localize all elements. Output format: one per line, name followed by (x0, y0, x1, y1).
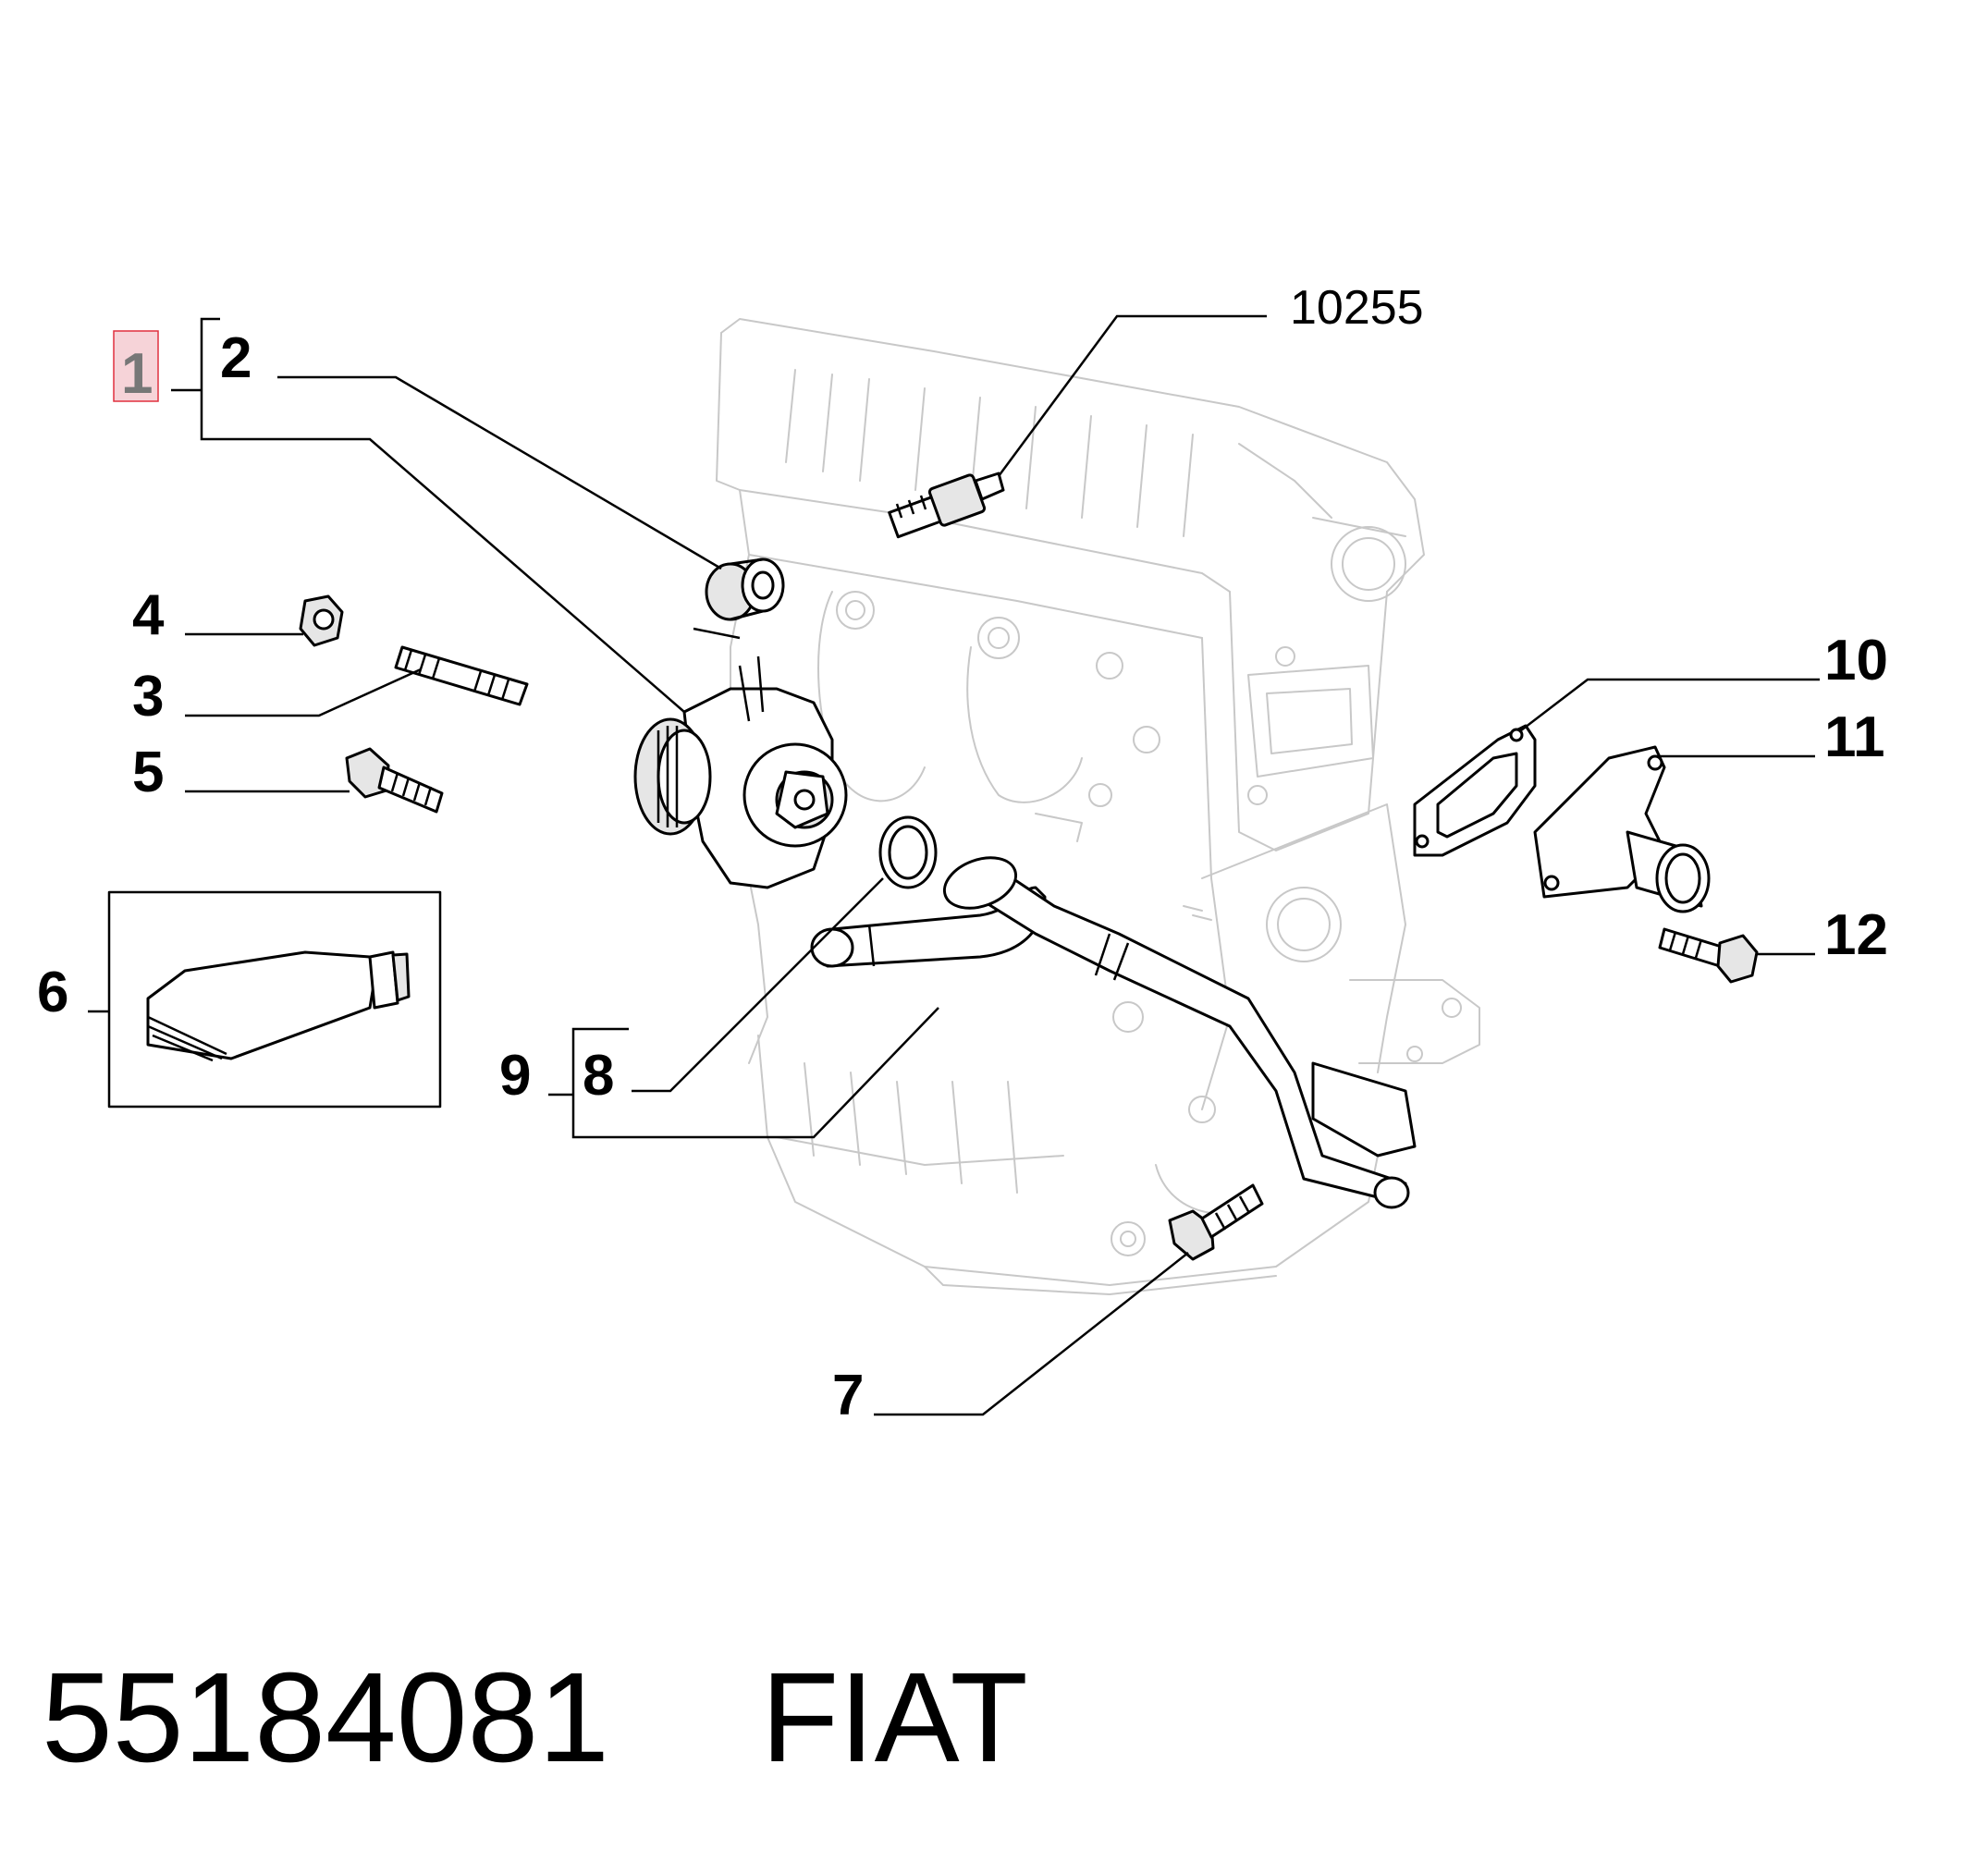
bushing-part (705, 557, 785, 621)
engine-block-outline (716, 318, 1480, 1295)
callout-10: 10 (1824, 629, 1888, 692)
thermostat-housing-part (1533, 745, 1711, 913)
highlight-box (113, 330, 159, 402)
bolt-part (345, 747, 444, 814)
temperature-sensor-part (888, 472, 1005, 539)
leader-lines (88, 314, 1820, 1416)
nut-part (299, 594, 344, 647)
o-ring-part (878, 815, 938, 889)
callout-3: 3 (132, 665, 164, 729)
callout-1: 1 (121, 342, 153, 406)
callout-10255: 10255 (1290, 281, 1424, 335)
pipe-bolt-part (1168, 1183, 1264, 1261)
sealant-tube-box (107, 890, 442, 1109)
callout-9: 9 (499, 1044, 531, 1108)
stud-part (394, 645, 529, 706)
callout-2: 2 (220, 326, 252, 390)
brand-name: FIAT (761, 1647, 1028, 1789)
callout-8: 8 (583, 1044, 614, 1108)
callout-5: 5 (132, 741, 164, 804)
water-pump-part (633, 627, 848, 889)
callout-12: 12 (1824, 903, 1888, 967)
gasket-part (1413, 724, 1537, 857)
callout-11: 11 (1824, 705, 1885, 769)
callout-7: 7 (832, 1364, 864, 1427)
callout-4: 4 (132, 583, 165, 647)
housing-bolt-part (1658, 927, 1759, 984)
water-pipe-part (810, 856, 1417, 1209)
part-number: 55184081 (42, 1647, 609, 1789)
callout-6: 6 (37, 961, 68, 1024)
